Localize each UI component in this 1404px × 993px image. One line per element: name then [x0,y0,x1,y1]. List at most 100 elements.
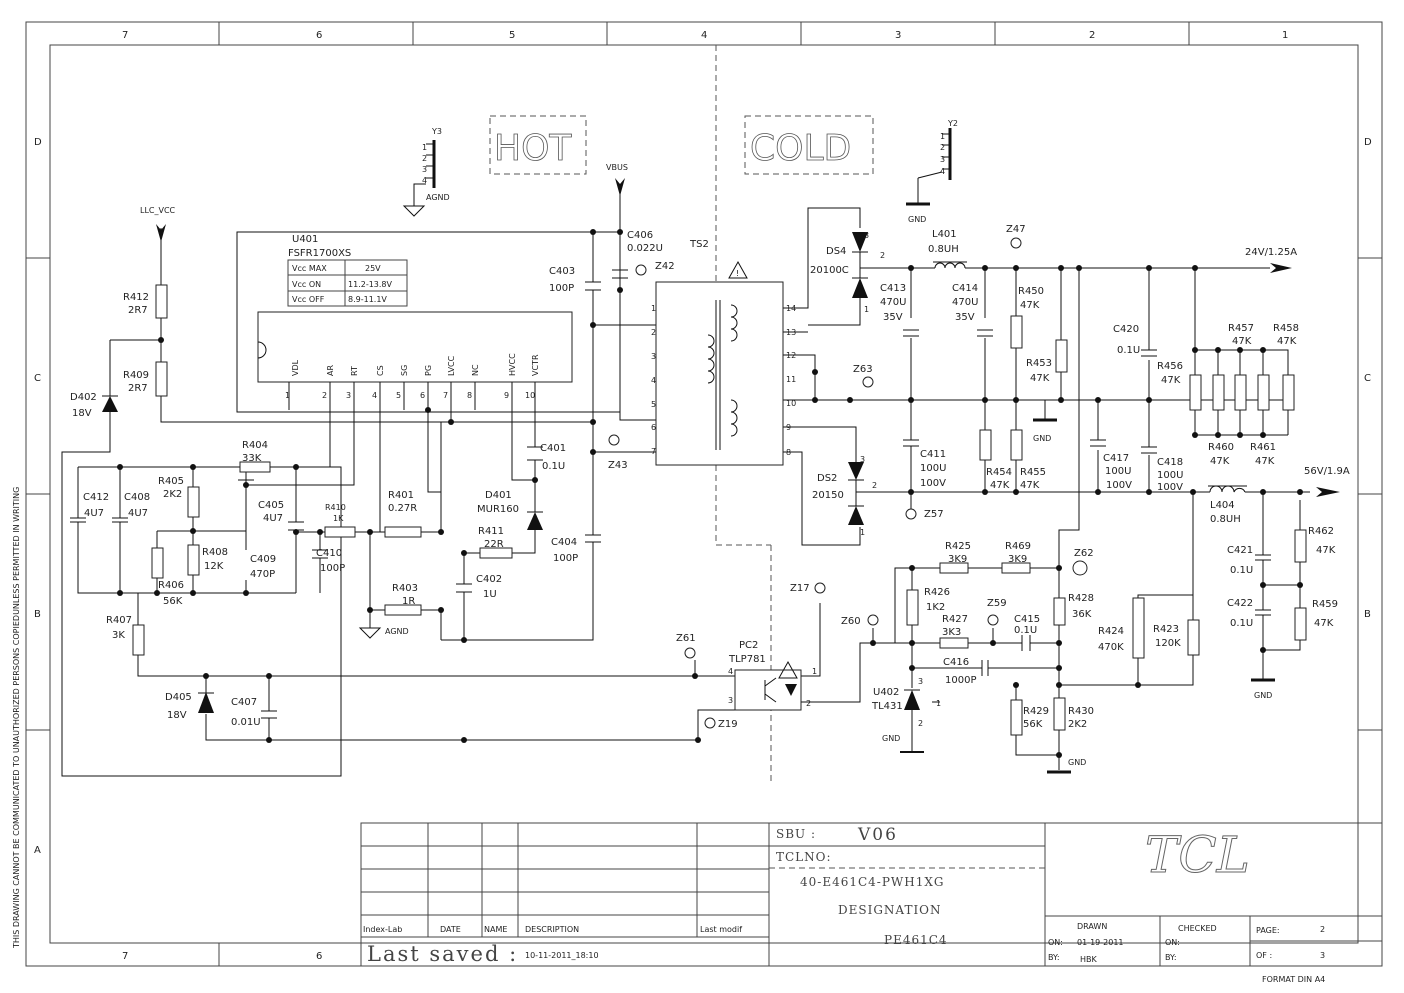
ref-label: C421 [1227,545,1253,556]
gnd-icon [900,740,924,753]
value-label: 2R7 [128,383,148,394]
ic-pin-name: PG [424,365,433,376]
resistor-r408 [187,544,200,576]
value-label: 22R [484,539,504,550]
gnd-label: GND [908,215,926,224]
resistor-r410 [324,526,356,538]
resistor-r407 [132,624,145,656]
agnd-label: AGND [426,193,450,202]
diode-pin: 2 [880,251,885,260]
diodes [102,232,920,713]
resistor-r412 [155,284,168,319]
testpoint-z60 [867,614,879,626]
diode-pin: 1 [860,528,865,537]
ref-label: C414 [952,283,978,294]
inductor-l401 [934,262,966,269]
component-labels: R412 2R7 R409 2R7 D402 18V R404 33K R405… [70,224,1338,730]
value-label: 56K [1023,719,1043,730]
value-label: 47K [1277,336,1297,347]
capacitor-c401 [527,446,543,461]
testpoint-z47 [1010,237,1022,249]
diode-pin: 1 [864,305,869,314]
gnd-label: GND [1254,691,1272,700]
diode-pin: 1 [936,699,941,708]
diode-d401 [527,512,543,530]
ref-label: C405 [258,500,284,511]
cap-voltage: 100V [920,478,946,489]
value-label: 0.1U [1230,618,1253,629]
capacitor-c403 [585,281,601,291]
capacitors [70,269,1271,719]
ic-pin-name: CS [376,365,385,376]
of-value: 3 [1320,951,1325,960]
transformer-pin: 6 [651,423,656,432]
testpoint-label: Z61 [676,633,696,644]
ref-label: C416 [943,657,969,668]
transformer-pin: 10 [786,399,796,408]
inductor-l404 [1209,485,1246,493]
testpoint-label: Z62 [1074,548,1094,559]
diode-ds2b [848,506,864,525]
resistor-r459 [1294,607,1307,641]
ref-label: C418 [1157,457,1183,468]
row-label: B [1364,609,1371,620]
resistor-r428 [1053,597,1066,626]
value-label: 1R [402,596,415,607]
testpoints [608,237,1088,729]
ref-label: R469 [1005,541,1031,552]
ref-label: R455 [1020,467,1046,478]
ref-label: C417 [1103,453,1129,464]
warning-mark: ! [736,269,739,278]
ref-label: R401 [388,490,414,501]
on-label: ON: [1165,938,1180,947]
row-label: D [34,137,42,148]
value-label: 100P [320,563,345,574]
agnd-icon [358,627,382,639]
of-label: OF : [1256,951,1272,960]
value-label: 1K2 [926,602,945,613]
resistor-r404 [239,461,271,473]
row-label: A [34,845,41,856]
testpoint-label: Z60 [841,616,861,627]
ref-label: R459 [1312,599,1338,610]
ref-label: C407 [231,697,257,708]
tclno-label: TCLNO: [776,850,832,864]
capacitor-c409 [238,479,254,550]
ref-label: C403 [549,266,575,277]
transformer-pin: 13 [786,328,796,337]
ref-label: C408 [124,492,150,503]
capacitor-c416 [981,660,989,676]
ref-label: R423 [1153,624,1179,635]
diode-pin: 3 [860,455,865,464]
testpoint-z42 [635,264,647,276]
value-label: 100P [553,553,578,564]
testpoint-z61 [684,647,696,659]
value-label: 12K [204,561,224,572]
capacitor-c407 [261,710,277,719]
connector-pin: 3 [422,165,427,174]
ic-pin-name: RT [350,366,359,376]
connector-y3: Y3 1 2 3 4 [413,127,442,206]
ic-pin-num: 6 [420,391,425,400]
testpoint-label: Z19 [718,719,738,730]
by-label: BY: [1048,953,1060,962]
testpoint-z62 [1072,560,1088,576]
transformer-pin: 8 [786,448,791,457]
ref-label: C415 [1014,614,1040,625]
ref-label: L401 [932,229,957,240]
ic-ref: U401 [292,234,318,245]
ref-label: C410 [316,548,342,559]
capacitor-c412 [70,517,86,523]
capacitor-c408 [112,517,128,523]
ref-label: R407 [106,615,132,626]
value-label: 100U [920,463,946,474]
value-label: 47K [1020,480,1040,491]
ref-label: R404 [242,440,268,451]
resistor-r424 [1132,597,1145,659]
cap-voltage: 35V [955,312,975,323]
value-label: 3K9 [1008,554,1027,565]
ref-label: C406 [627,230,653,241]
net-vbus: VBUS [606,163,628,172]
ic-pin-name: HVCC [508,353,517,376]
